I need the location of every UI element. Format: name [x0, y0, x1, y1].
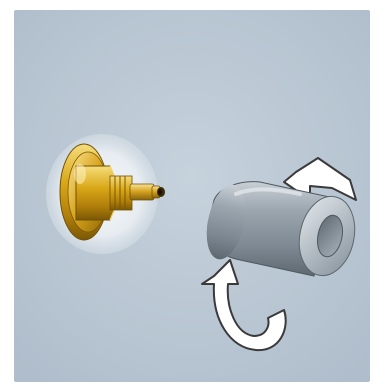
illustration-panel — [14, 10, 370, 382]
assembly-diagram — [14, 10, 370, 382]
